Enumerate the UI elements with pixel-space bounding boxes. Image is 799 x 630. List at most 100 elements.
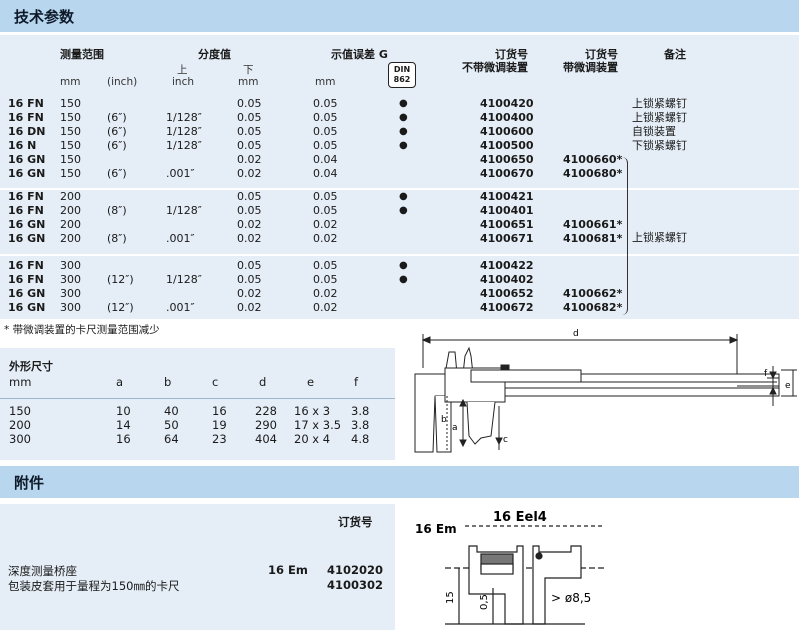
- cell-mm: 150: [60, 111, 81, 124]
- label-a: a: [452, 423, 458, 433]
- header-measuring-range: 测量范围: [60, 48, 104, 61]
- cell-ord1: 4100652: [480, 287, 534, 300]
- cell-ord1: 4100651: [480, 218, 534, 231]
- cell-ord1: 4100670: [480, 167, 534, 180]
- cell-model: 16 FN: [8, 259, 44, 272]
- section-title-specs: 技术参数: [14, 8, 75, 26]
- cell-grad-mm: 0.05: [237, 139, 262, 152]
- cell-err: 0.02: [313, 232, 338, 245]
- cell-grad-mm: 0.05: [237, 125, 262, 138]
- cell-inch: (6″): [107, 139, 127, 152]
- dimension-cell: 16 x 3: [294, 404, 331, 418]
- dim-header-mm: mm: [9, 375, 32, 389]
- depth-drawing-model: 16 Em: [415, 522, 457, 536]
- cell-err: 0.05: [313, 273, 338, 286]
- accessories-panel: [0, 504, 395, 630]
- cell-mm: 150: [60, 139, 81, 152]
- cell-inch: (12″): [107, 301, 134, 314]
- cell-model: 16 FN: [8, 97, 44, 110]
- accessory-order: 4100302: [327, 578, 384, 592]
- label-d: d: [573, 329, 579, 339]
- header-order1-line2: 不带微调装置: [462, 61, 528, 74]
- group-divider: [0, 254, 799, 256]
- cell-err: 0.05: [313, 97, 338, 110]
- cell-mm: 200: [60, 218, 81, 231]
- dimension-cell: 4.8: [351, 432, 370, 446]
- dim-header-f: f: [354, 375, 359, 389]
- dimension-cell: 290: [255, 418, 277, 432]
- cell-err: 0.05: [313, 125, 338, 138]
- header-graduation: 分度值: [198, 48, 231, 61]
- cell-ord2: 4100682*: [563, 301, 623, 314]
- cell-model: 16 GN: [8, 153, 46, 166]
- depth-bridge-drawing: 16 Eel4 16 Em 15 0,5 > ø8,5: [415, 510, 605, 625]
- cell-ord2: 4100661*: [563, 218, 623, 231]
- header-order2-line1: 订货号: [585, 48, 618, 61]
- cell-ord2: 4100662*: [563, 287, 623, 300]
- cell-inch: (6″): [107, 167, 127, 180]
- cell-remark: 下锁紧螺钉: [632, 139, 687, 152]
- section-header-specs: 技术参数: [0, 0, 799, 32]
- din-862-badge: DIN 862: [388, 62, 416, 88]
- cell-grad-inch: .001″: [166, 167, 195, 180]
- dimension-cell: 10: [116, 404, 131, 418]
- cell-grad-mm: 0.02: [237, 287, 262, 300]
- cell-mm: 150: [60, 167, 81, 180]
- dimension-cell: 40: [164, 404, 179, 418]
- accessory-order: 4102020: [327, 563, 384, 577]
- cell-model: 16 DN: [8, 125, 46, 138]
- cell-mm: 300: [60, 301, 81, 314]
- cell-grad-mm: 0.02: [237, 153, 262, 166]
- cell-dot: ●: [399, 112, 408, 123]
- cell-grad-mm: 0.05: [237, 204, 262, 217]
- label-f: f: [764, 369, 768, 379]
- cell-remark: 上锁紧螺钉: [632, 97, 687, 110]
- header-lower: 下: [243, 64, 254, 76]
- cell-grad-inch: 1/128″: [166, 125, 202, 138]
- accessory-name: 深度测量桥座: [8, 564, 77, 578]
- dimensions-panel: [0, 348, 395, 460]
- dimension-cell: 228: [255, 404, 277, 418]
- dim-header-d: d: [259, 375, 267, 389]
- dim-header-e: e: [307, 375, 315, 389]
- cell-ord1: 4100421: [480, 190, 534, 203]
- dim-separator: [0, 398, 395, 399]
- accessory-model: 16 Em: [268, 563, 308, 577]
- cell-dot: ●: [399, 98, 408, 109]
- accessory-name: 包装皮套用于量程为150㎜的卡尺: [8, 579, 180, 593]
- cell-inch: (6″): [107, 125, 127, 138]
- cell-model: 16 FN: [8, 273, 44, 286]
- dimension-cell: 404: [255, 432, 277, 446]
- cell-mm: 300: [60, 259, 81, 272]
- section-title-accessories: 附件: [14, 474, 45, 492]
- cell-dot: ●: [399, 140, 408, 151]
- dimension-cell: 16: [116, 432, 131, 446]
- cell-grad-mm: 0.05: [237, 97, 262, 110]
- cell-err: 0.05: [313, 111, 338, 124]
- cell-model: 16 FN: [8, 204, 44, 217]
- cell-remark: 上锁紧螺钉: [632, 111, 687, 124]
- cell-grad-inch: .001″: [166, 232, 195, 245]
- cell-mm: 300: [60, 273, 81, 286]
- cell-model: 16 GN: [8, 232, 46, 245]
- dim-header-a: a: [116, 375, 124, 389]
- cell-inch: (8″): [107, 204, 127, 217]
- header-remarks: 备注: [664, 48, 686, 61]
- dimension-cell: 19: [212, 418, 227, 432]
- cell-grad-mm: 0.05: [237, 273, 262, 286]
- cell-grad-inch: 1/128″: [166, 139, 202, 152]
- footnote: * 带微调装置的卡尺测量范围减少: [4, 324, 160, 336]
- unit-mm-grad: mm: [238, 76, 259, 88]
- cell-err: 0.02: [313, 218, 338, 231]
- cell-dot: ●: [399, 126, 408, 137]
